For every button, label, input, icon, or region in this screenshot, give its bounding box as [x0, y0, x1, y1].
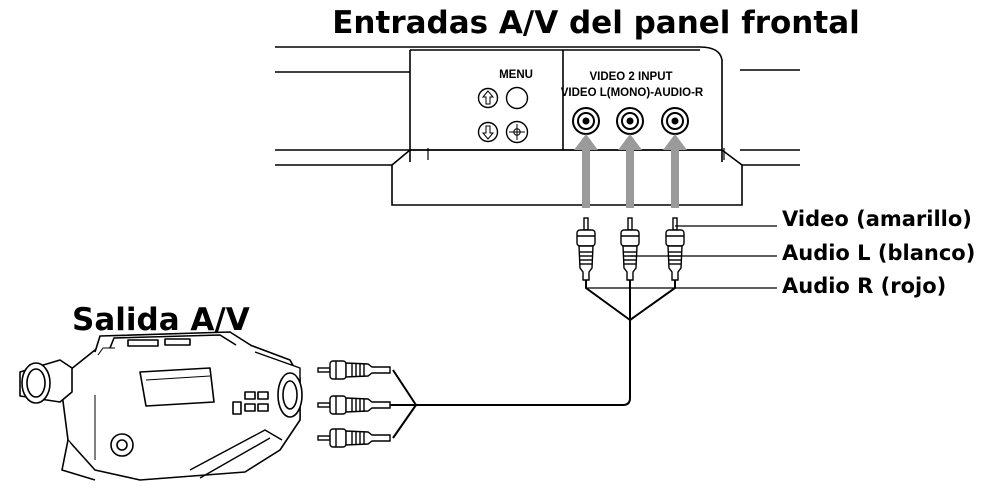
- tv-front-panel: [275, 46, 800, 206]
- rca-plug-icon: [665, 217, 685, 281]
- audio-r-cable-label: Audio R (rojo): [782, 274, 946, 298]
- camcorder-icon: [19, 331, 303, 481]
- rca-plug-icon: [620, 217, 640, 281]
- connection-arrows: [574, 134, 687, 208]
- menu-label: MENU: [499, 69, 533, 81]
- label-leader-lines: [586, 225, 777, 289]
- rca-plug-icon: [317, 395, 391, 415]
- diagram-title: Entradas A/V del panel frontal: [332, 5, 859, 41]
- video-cable-label: Video (amarillo): [782, 207, 972, 231]
- select-button-icon: [505, 120, 529, 144]
- up-arrow-button-icon: [477, 87, 499, 109]
- down-arrow-button-icon: [477, 121, 499, 143]
- rca-jack-icon: [616, 107, 644, 135]
- menu-button-icon: [505, 86, 529, 110]
- rca-jack-icon: [572, 107, 600, 135]
- jack-labels: VIDEO L(MONO)-AUDIO-R: [561, 87, 704, 99]
- rca-jack-icon: [661, 107, 689, 135]
- video-input-heading: VIDEO 2 INPUT: [589, 71, 672, 83]
- rca-plug-icon: [317, 360, 391, 380]
- rca-plug-icon: [317, 428, 391, 448]
- rca-plug-icon: [576, 217, 596, 281]
- av-cable: [388, 280, 676, 439]
- audio-l-cable-label: Audio L (blanco): [782, 241, 975, 265]
